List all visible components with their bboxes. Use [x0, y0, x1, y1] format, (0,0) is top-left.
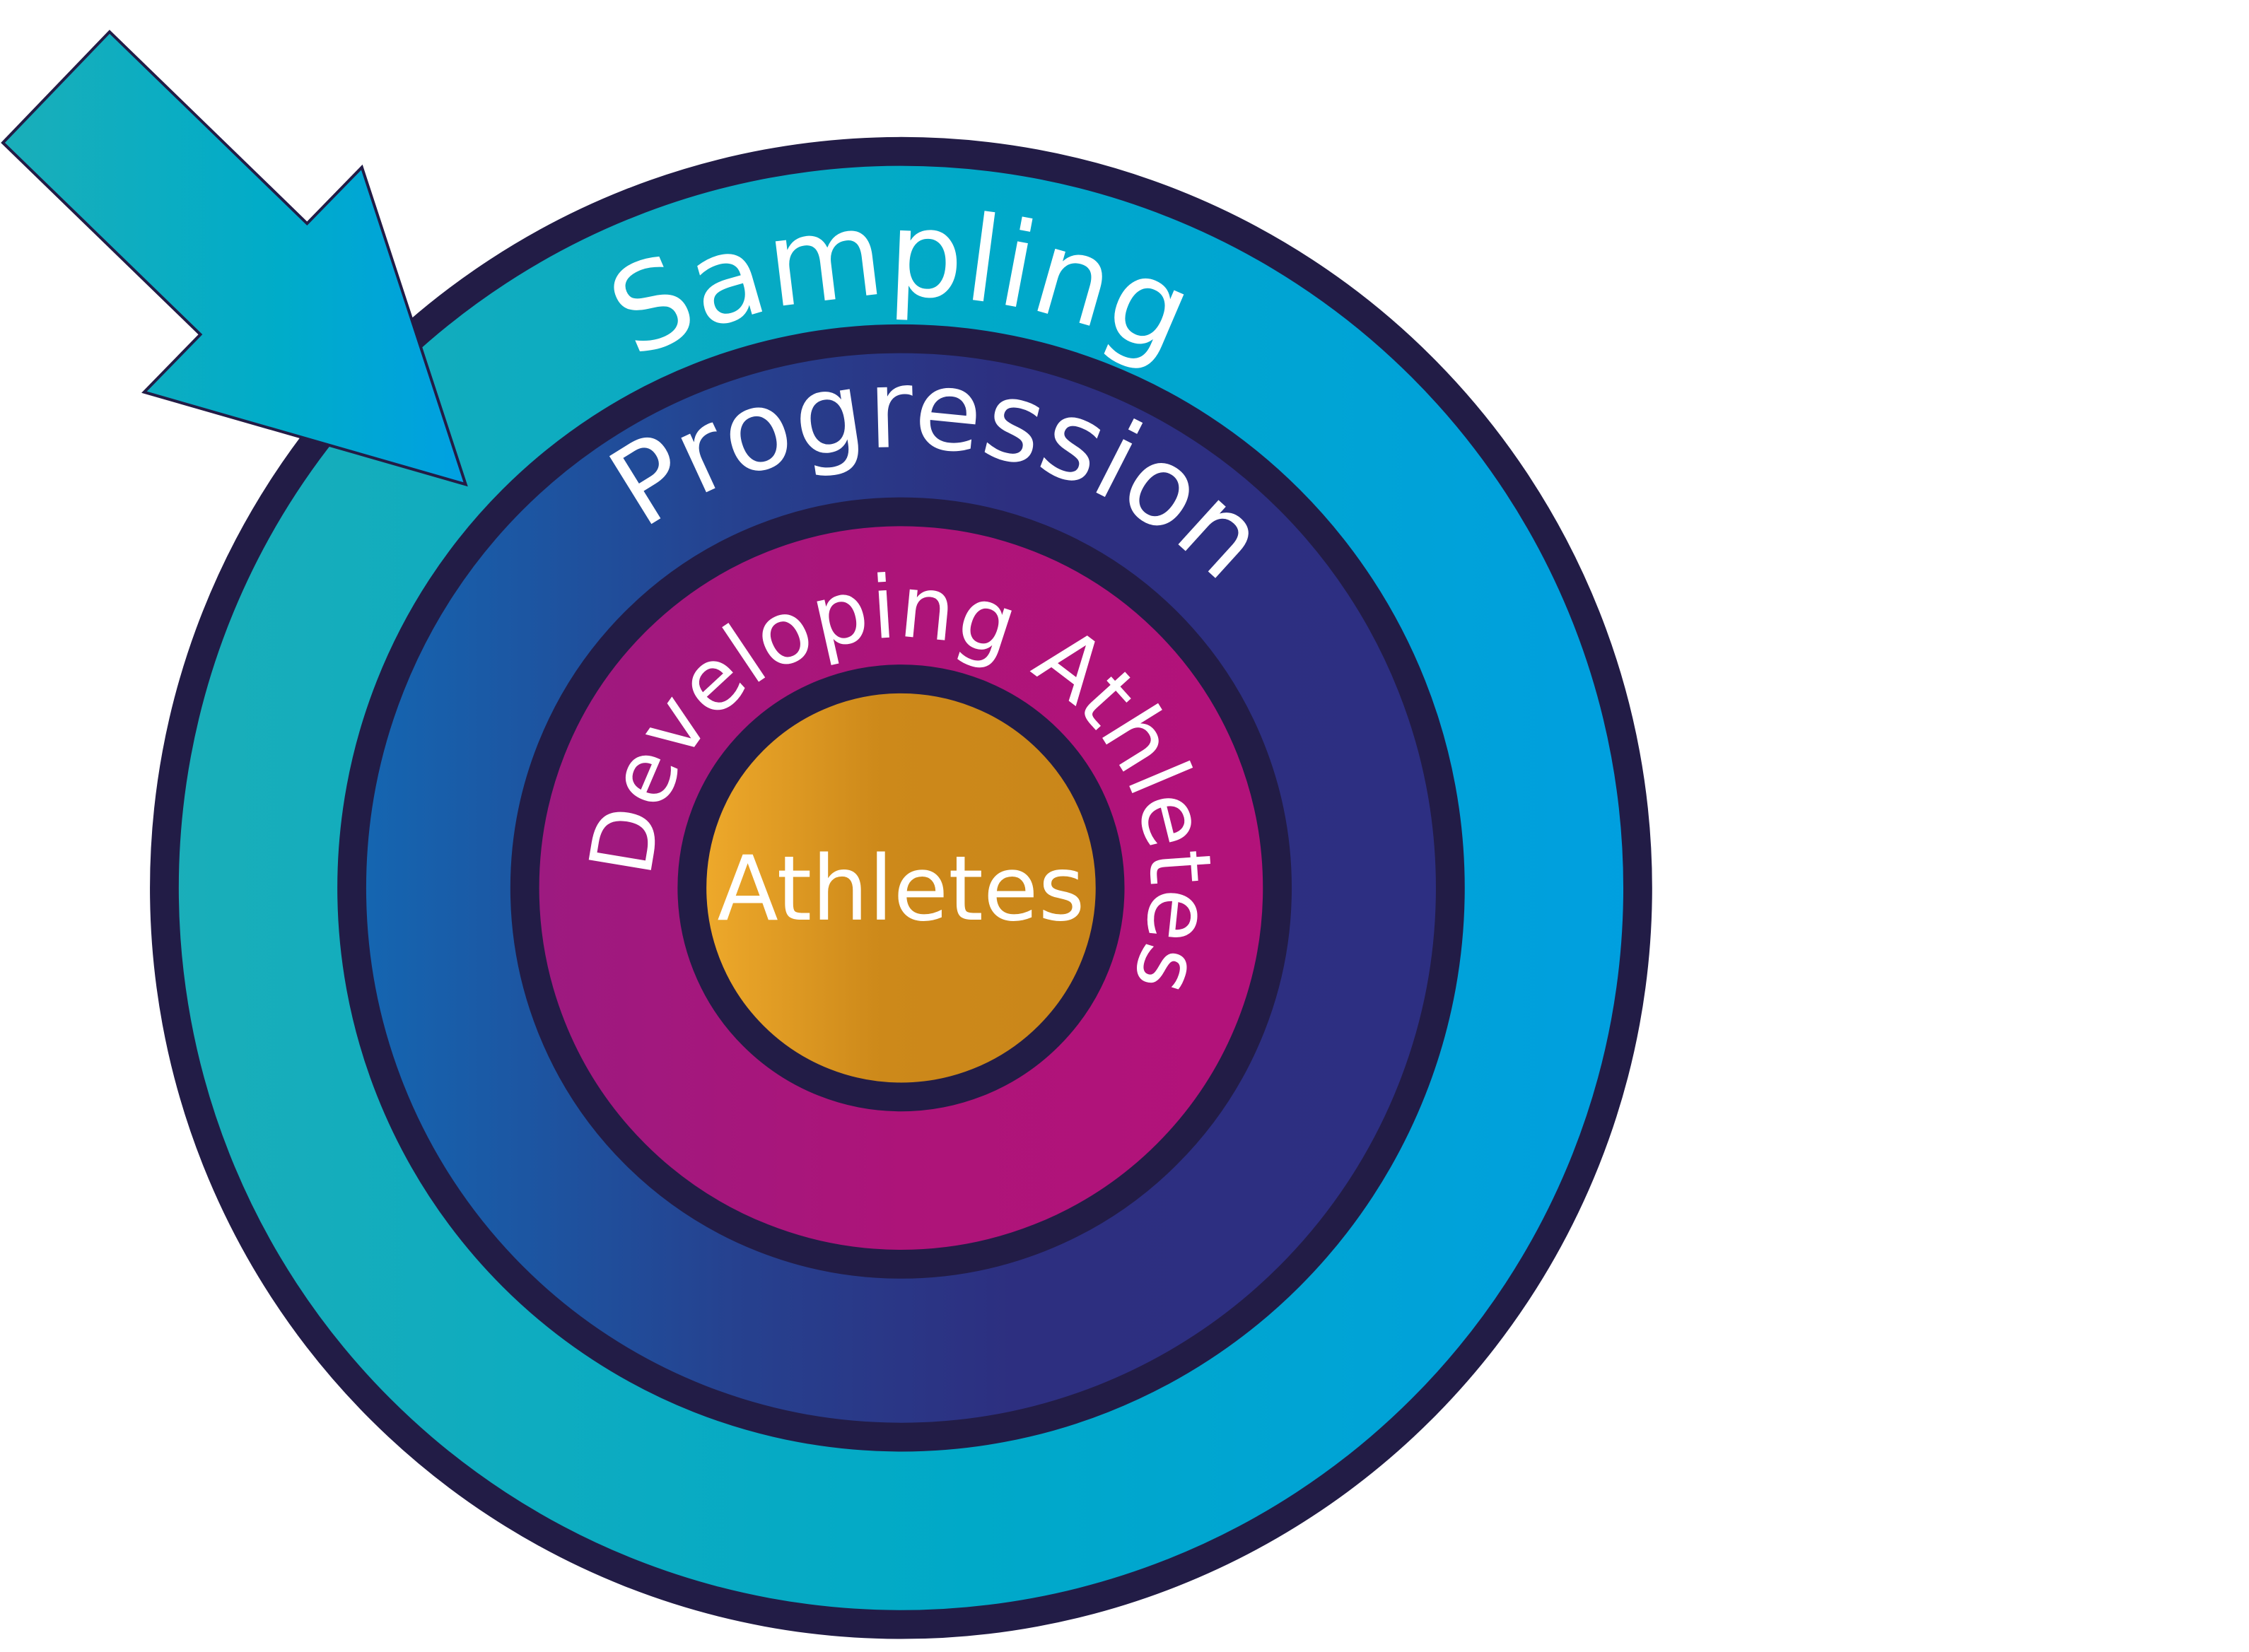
- arrow-pointing-into-circles-icon: [1, 30, 468, 487]
- ring-athletes: [677, 664, 1125, 1112]
- label-athletes: Athletes: [717, 837, 1085, 941]
